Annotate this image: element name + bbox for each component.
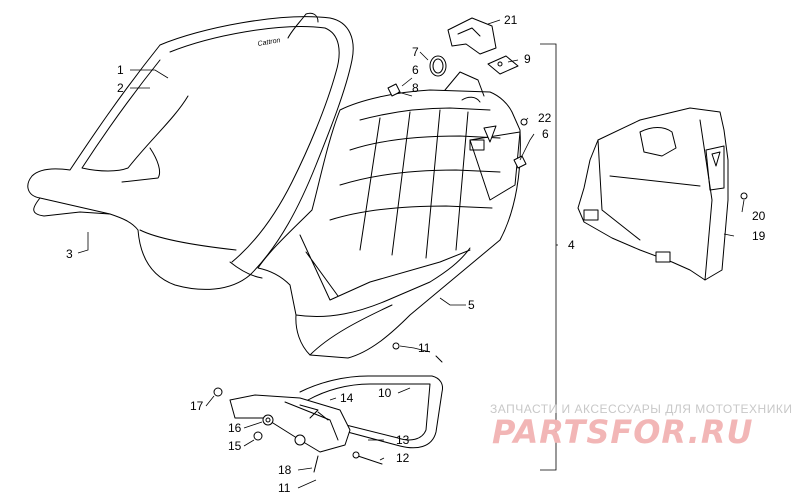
watermark-brand: PARTSFOR.RU (492, 413, 754, 451)
callout-11-top: 11 (418, 341, 431, 355)
callout-6-right: 6 (542, 127, 549, 141)
callout-1: 1 (117, 63, 124, 77)
callout-10: 10 (378, 386, 392, 400)
callout-22: 22 (538, 111, 552, 125)
callout-7: 7 (412, 45, 419, 59)
seat-base-part (257, 71, 521, 359)
part-9-bracket (487, 55, 519, 75)
part-20-screw (740, 192, 748, 200)
watermark-subtitle: ЗАПЧАСТИ И АКСЕССУАРЫ ДЛЯ МОТОТЕХНИКИ (490, 402, 793, 416)
callout-labels: 1 2 3 4 5 6 6 7 8 9 10 11 11 12 13 14 15… (66, 13, 766, 495)
callout-6-top: 6 (412, 63, 419, 77)
part-8-clip (387, 83, 401, 97)
small-parts (387, 17, 748, 200)
callout-16: 16 (228, 421, 242, 435)
part-21-cap (447, 17, 497, 55)
callout-20: 20 (752, 209, 766, 223)
callout-19: 19 (752, 229, 766, 243)
callout-9: 9 (524, 52, 531, 66)
callout-14: 14 (340, 391, 354, 405)
callout-2: 2 (117, 81, 124, 95)
leader-lines (77, 19, 745, 489)
part-15-washer (253, 431, 263, 441)
part-17-nut (213, 387, 223, 397)
callout-12: 12 (396, 451, 410, 465)
callout-11-bottom: 11 (278, 481, 291, 495)
callout-3: 3 (66, 247, 73, 261)
part-12-bolt (357, 455, 383, 465)
part-13-bushing (294, 434, 306, 446)
callout-17: 17 (190, 399, 204, 413)
callout-15: 15 (228, 439, 242, 453)
side-panel-part (577, 107, 729, 281)
part-6-clip (513, 155, 527, 169)
seat-logo: Cattron (257, 37, 281, 48)
callout-13: 13 (396, 433, 410, 447)
part-22-bolt (520, 118, 528, 126)
part-7-ring (429, 55, 447, 77)
part-11-plug (392, 342, 400, 350)
part-18-screw (313, 455, 319, 473)
frame-hardware (213, 342, 443, 473)
callout-8: 8 (412, 81, 419, 95)
callout-5: 5 (468, 298, 475, 312)
callout-4: 4 (568, 238, 575, 252)
callout-18: 18 (278, 463, 292, 477)
seat-part: Cattron (27, 12, 354, 290)
callout-21: 21 (504, 13, 518, 27)
